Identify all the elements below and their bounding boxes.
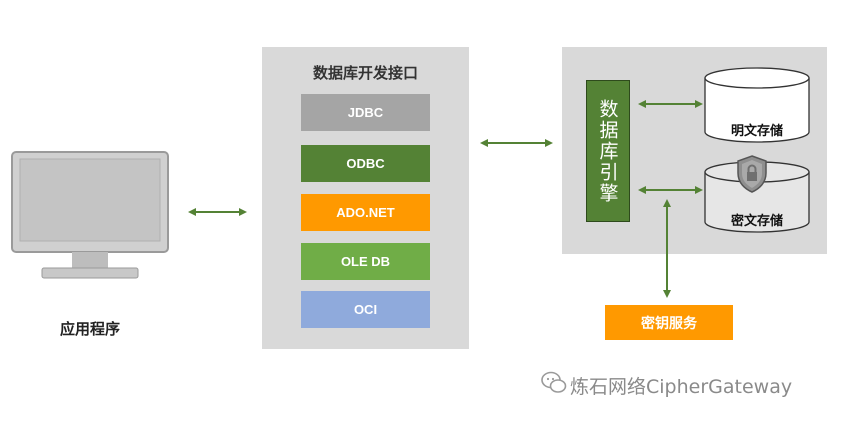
wechat-icon [541,371,567,393]
plaintext-storage-cylinder [704,67,810,143]
key-service-box: 密钥服务 [605,305,733,340]
shield-lock-icon [737,155,767,193]
ciphertext-storage-label: 密文存储 [730,214,783,229]
api-item-oci: OCI [301,291,430,328]
api-item-oledb: OLE DB [301,243,430,280]
db-api-title: 数据库开发接口 [312,64,418,82]
api-item-odbc: ODBC [301,145,430,182]
api-item-jdbc: JDBC [301,94,430,131]
computer-monitor-icon [11,151,169,279]
api-item-adonet: ADO.NET [301,194,430,231]
application-label: 应用程序 [59,320,120,338]
watermark-text: 炼石网络CipherGateway [570,376,793,398]
database-engine: 数据库引擎 [586,80,630,222]
plaintext-storage-label: 明文存储 [730,124,783,139]
